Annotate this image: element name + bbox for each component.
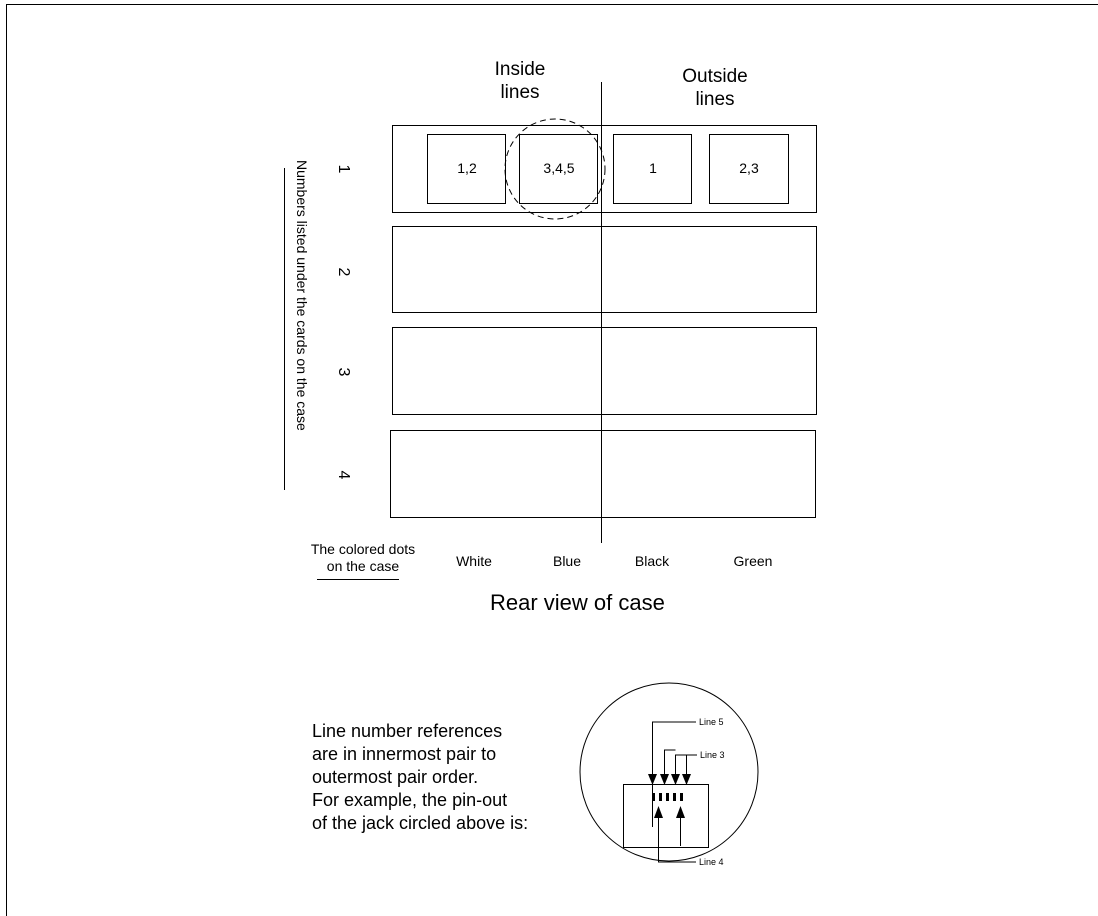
pin-4 bbox=[673, 793, 676, 801]
pin-2 bbox=[659, 793, 662, 801]
pinout-note: Line number references are in innermost … bbox=[312, 721, 529, 833]
card-label-blue: 3,4,5 bbox=[543, 160, 575, 176]
arrow-down-1 bbox=[648, 774, 657, 785]
outside-lines-header: Outside lines bbox=[682, 66, 748, 110]
colored-dots-label: The colored dots on the case bbox=[310, 541, 416, 574]
outer-border bbox=[6, 4, 1098, 916]
numbers-side-label: Numbers listed under the cards on the ca… bbox=[294, 160, 310, 431]
pin-3 bbox=[666, 793, 669, 801]
jack-label-line4: Line 4 bbox=[699, 857, 724, 867]
jack-label-line3: Line 3 bbox=[700, 750, 725, 760]
card-label-black: 1 bbox=[649, 160, 657, 176]
arrow-down-2 bbox=[660, 774, 669, 785]
row-3-box bbox=[392, 327, 817, 415]
card-blue bbox=[519, 134, 598, 204]
row-number-2: 2 bbox=[335, 267, 352, 277]
row-1-box bbox=[392, 125, 817, 213]
pin-1 bbox=[652, 793, 655, 801]
card-white bbox=[427, 134, 506, 204]
row-number-4: 4 bbox=[335, 470, 352, 480]
column-label-green: Green bbox=[733, 553, 773, 569]
diagram-caption: Rear view of case bbox=[490, 590, 665, 615]
jack-label-line5: Line 5 bbox=[699, 717, 724, 727]
jack-body bbox=[623, 784, 709, 848]
card-green bbox=[709, 134, 789, 204]
column-label-white: White bbox=[456, 553, 492, 569]
line3-leader bbox=[675, 754, 697, 765]
arrow-down-4 bbox=[682, 774, 691, 785]
row-number-1: 1 bbox=[335, 164, 352, 174]
card-black bbox=[613, 134, 692, 204]
card-label-green: 2,3 bbox=[739, 160, 759, 176]
arrow-up-2 bbox=[676, 806, 685, 818]
column-label-blue: Blue bbox=[552, 553, 582, 569]
card-label-white: 1,2 bbox=[457, 160, 477, 176]
row-4-box bbox=[390, 430, 816, 518]
row-2-box bbox=[392, 226, 817, 313]
inside-lines-header: Inside lines bbox=[494, 59, 546, 103]
line3-bracket bbox=[664, 749, 676, 765]
arrow-up-1 bbox=[654, 806, 663, 818]
highlight-circle bbox=[504, 118, 606, 220]
arrow-down-3 bbox=[671, 774, 680, 785]
pin-5 bbox=[680, 793, 683, 801]
column-label-black: Black bbox=[634, 553, 670, 569]
line4-leader bbox=[658, 818, 696, 863]
row-number-3: 3 bbox=[335, 367, 352, 377]
line5-leader bbox=[652, 721, 696, 827]
jack-circle bbox=[579, 682, 759, 862]
